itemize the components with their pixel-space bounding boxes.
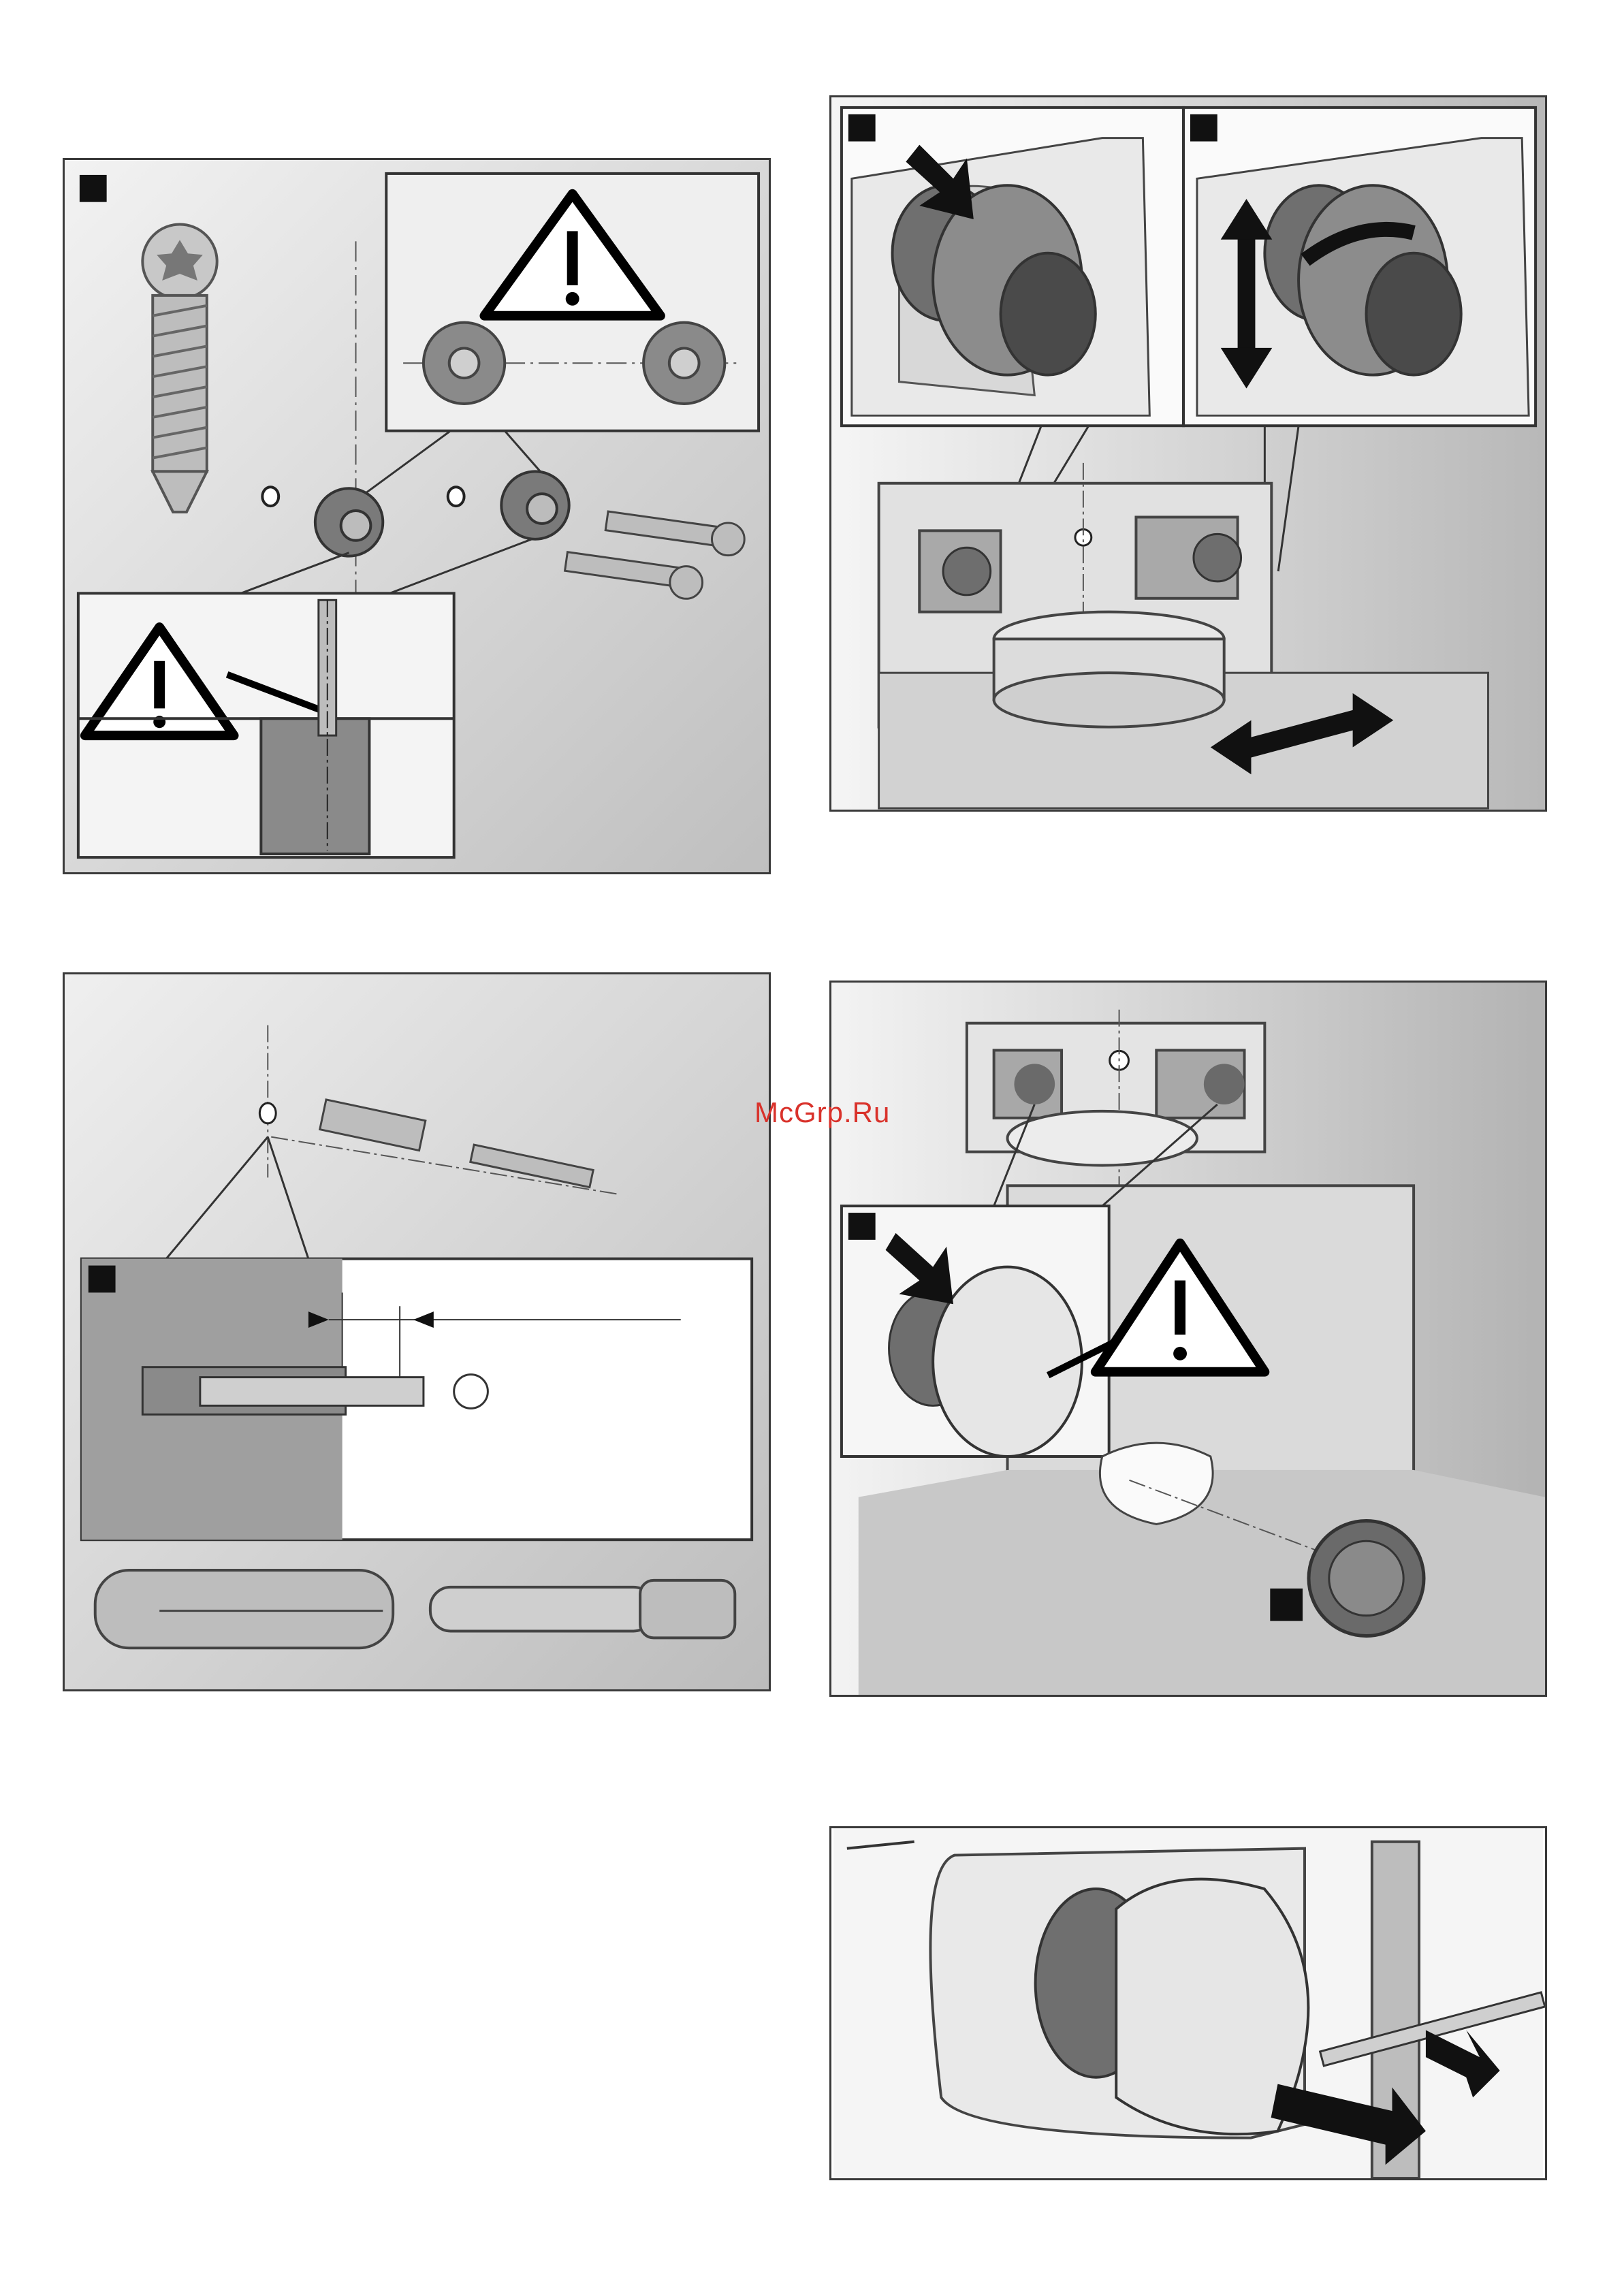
panel-wall-plug (63, 972, 771, 1691)
watermark: McGrp.Ru (754, 1096, 890, 1129)
panel-connector-knob (829, 981, 1547, 1697)
screw-illustration (142, 224, 217, 512)
illustration-hose-connector (831, 97, 1545, 810)
wall-plug-large (95, 1570, 393, 1648)
panel-screw-plugs (63, 158, 771, 874)
step-marker (80, 175, 107, 202)
inset-plug-depth (82, 1259, 752, 1540)
inset-rotate-connector (1183, 108, 1535, 426)
illustration-remove-connector (831, 1828, 1545, 2178)
panel-remove-connector (829, 1826, 1547, 2180)
knob-illustration (1309, 1520, 1424, 1636)
warning-inset-top (386, 174, 759, 431)
panel-hose-connector (829, 95, 1547, 812)
illustration-wall-plug (65, 974, 769, 1689)
step-marker (1270, 1589, 1303, 1621)
illustration-screw-plugs (65, 160, 769, 872)
step-marker (848, 114, 876, 142)
step-marker (89, 1266, 116, 1293)
hex-head-icon (454, 1375, 488, 1409)
step-marker (848, 1213, 876, 1240)
step-marker (1190, 114, 1217, 142)
illustration-connector-knob (831, 983, 1545, 1695)
inset-push-connector (842, 108, 1183, 426)
inset-connector-warning (842, 1206, 1109, 1456)
screw-large (430, 1580, 735, 1638)
warning-inset-bottom (78, 593, 454, 857)
